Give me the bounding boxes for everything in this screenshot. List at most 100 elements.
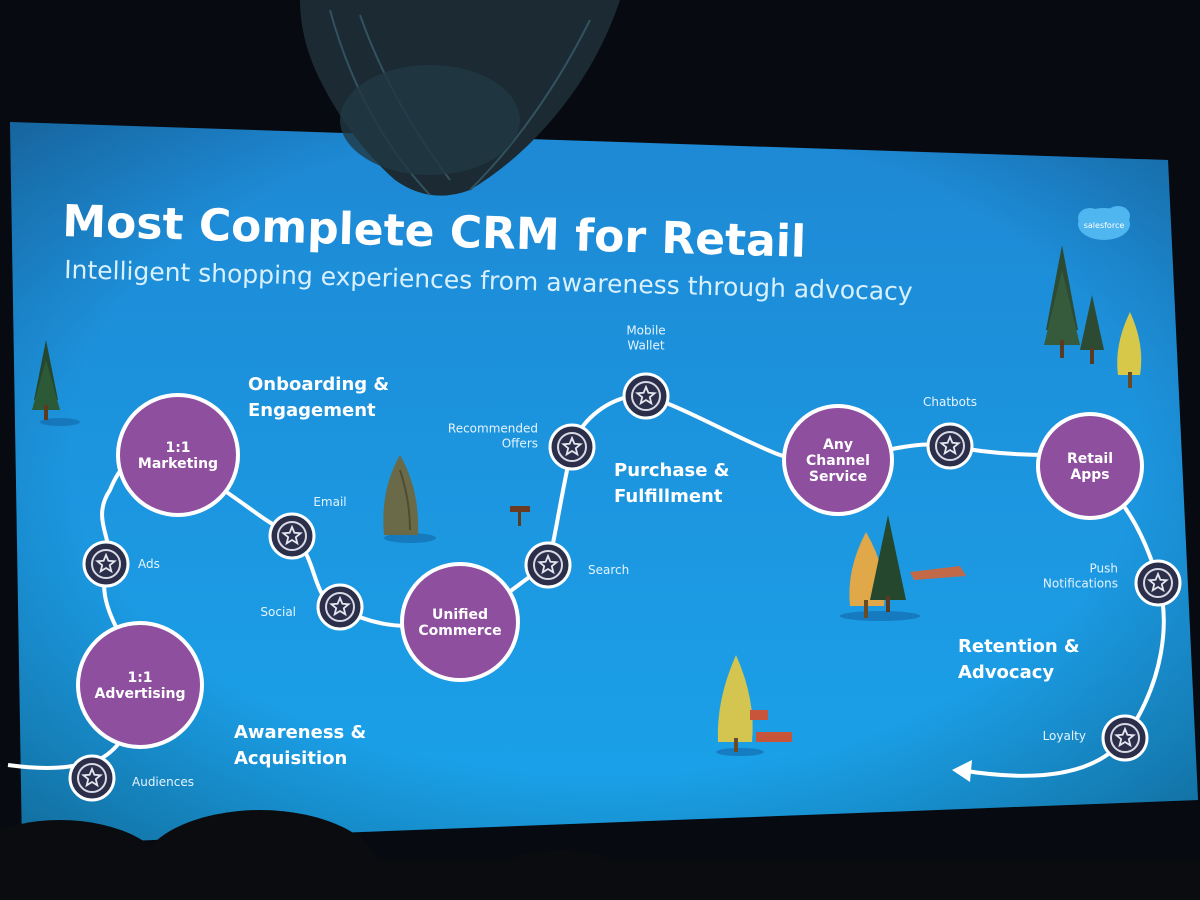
star-ring xyxy=(277,521,307,551)
hub-label-line: Retail xyxy=(1067,451,1113,467)
star-icon xyxy=(561,435,583,457)
hub-label-line: Any xyxy=(823,437,853,453)
touchpoint-label: Loyalty xyxy=(1043,729,1086,743)
audience-silhouettes xyxy=(0,810,1200,900)
touchpoint-circle xyxy=(268,512,316,560)
star-ring xyxy=(631,381,661,411)
arrowhead-icon xyxy=(952,760,972,782)
touchpoint-circle xyxy=(548,423,596,471)
star-ring xyxy=(557,432,587,462)
stage-label: Awareness &Acquisition xyxy=(234,722,366,769)
chandelier xyxy=(300,0,620,196)
touchpoint-circle xyxy=(1101,714,1149,762)
touchpoint-circle xyxy=(524,541,572,589)
hub-circle xyxy=(1036,412,1144,520)
hub-circle xyxy=(76,621,204,749)
tree-decoration xyxy=(716,655,792,756)
touchpoint-circle xyxy=(926,422,974,470)
touchpoint-loyalty: Loyalty xyxy=(1043,714,1149,762)
tree-decoration xyxy=(32,340,80,426)
touchpoint-label: Audiences xyxy=(132,775,194,789)
touchpoint-label-line: Offers xyxy=(502,437,538,451)
touchpoint-circle xyxy=(316,583,364,631)
touchpoint-circle xyxy=(1134,559,1182,607)
star-ring xyxy=(1110,723,1140,753)
touchpoint-email: Email xyxy=(268,495,347,560)
hub-label-line: Service xyxy=(809,469,867,485)
stage-label: Purchase & Fulfillment xyxy=(614,460,729,507)
touchpoint-label-line: Audiences xyxy=(132,775,194,789)
star-ring xyxy=(91,549,121,579)
stage-label-line: Fulfillment xyxy=(614,486,723,507)
touchpoint-chatbots: Chatbots xyxy=(923,395,977,470)
stage-onboarding: Onboarding & Engagement xyxy=(248,374,389,421)
star-icon xyxy=(329,595,351,617)
touchpoint-label-line: Social xyxy=(260,605,296,619)
tree-decoration xyxy=(383,455,436,543)
tree-decoration xyxy=(1044,245,1142,388)
star-ring xyxy=(1143,568,1173,598)
touchpoint-circle xyxy=(68,754,116,802)
touchpoint-label: Search xyxy=(588,563,629,577)
stage-label: Retention & Advocacy xyxy=(958,636,1080,683)
stage-purchase: Purchase & Fulfillment xyxy=(614,460,729,507)
touchpoint-ads: Ads xyxy=(82,540,160,588)
hub-label-line: Advertising xyxy=(95,686,186,702)
hub-label-line: Apps xyxy=(1070,467,1109,483)
touchpoint-label: Email xyxy=(313,495,346,509)
touchpoint-social: Social xyxy=(260,583,364,631)
star-icon xyxy=(81,766,103,788)
star-icon xyxy=(537,553,559,575)
hub-circle xyxy=(400,562,520,682)
hub-label-line: Marketing xyxy=(138,456,218,472)
star-icon xyxy=(95,552,117,574)
touchpoint-label-line: Recommended xyxy=(448,422,538,436)
star-icon xyxy=(1114,726,1136,748)
hub-label-line: 1:1 xyxy=(127,670,152,686)
touchpoint-label-line: Mobile xyxy=(626,324,665,338)
stage-label-line: Advocacy xyxy=(958,662,1054,683)
touchpoint-label-line: Wallet xyxy=(627,339,665,353)
stage-label-line: Retention & xyxy=(958,636,1080,657)
touchpoint-label-line: Email xyxy=(313,495,346,509)
star-ring xyxy=(533,550,563,580)
touchpoint-label: Ads xyxy=(138,557,160,571)
stage-label-line: Acquisition xyxy=(234,748,347,769)
touchpoint-label-line: Notifications xyxy=(1043,577,1118,591)
stage-label-line: Purchase & xyxy=(614,460,729,481)
touchpoint-circle xyxy=(622,372,670,420)
star-icon xyxy=(635,384,657,406)
touchpoint-label-line: Ads xyxy=(138,557,160,571)
touchpoint-label: Chatbots xyxy=(923,395,977,409)
signpost-decoration xyxy=(510,506,530,526)
stage-label: Onboarding & Engagement xyxy=(248,374,389,421)
hub-label-line: Channel xyxy=(806,453,870,469)
hub-label-line: Unified xyxy=(432,607,488,623)
star-icon xyxy=(281,524,303,546)
stage-label-line: Engagement xyxy=(248,400,376,421)
stage-label-line: Onboarding & xyxy=(248,374,389,395)
star-ring xyxy=(325,592,355,622)
hub-label-line: Commerce xyxy=(418,623,501,639)
hub-circle xyxy=(782,404,894,516)
hub-circle xyxy=(116,393,240,517)
salesforce-cloud-icon: salesforce xyxy=(1078,206,1130,240)
touchpoint-audiences: Audiences xyxy=(68,754,194,802)
